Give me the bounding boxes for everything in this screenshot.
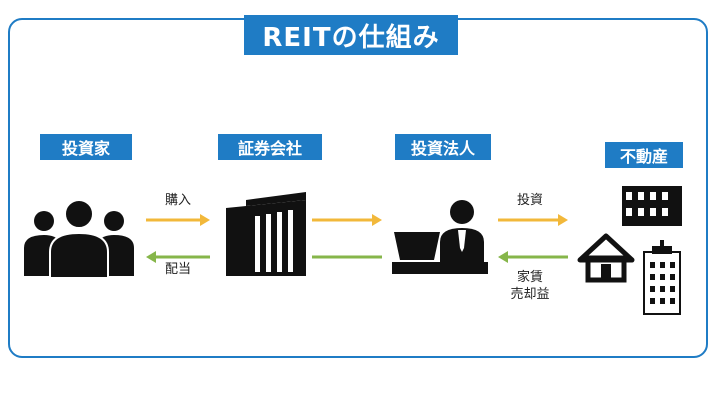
house-icon (577, 233, 635, 283)
office-tower-icon (643, 240, 681, 315)
real-estate-label: 不動産 (605, 142, 683, 168)
dividend-arrow (146, 251, 210, 263)
investment-arrow (498, 214, 568, 226)
diagram-title: REITの仕組み (244, 15, 458, 55)
securities-to-corporation-arrow (312, 214, 382, 226)
purchase-text: 購入 (164, 193, 191, 208)
dividend-text: 配当 (164, 262, 191, 277)
businessman-desk-icon (392, 200, 488, 274)
securities-label: 証券会社 (218, 134, 322, 160)
rent-text: 家賃 (516, 270, 543, 285)
people-icon (24, 199, 134, 279)
investors-label: 投資家 (40, 134, 132, 160)
real-estate-icon (577, 186, 682, 315)
building-icon (226, 192, 306, 276)
investment-text: 投資 (516, 193, 543, 208)
sale-profit-text: 売却益 (510, 287, 550, 302)
purchase-arrow (146, 214, 210, 226)
apartment-icon (622, 186, 682, 226)
income-arrow (498, 251, 568, 263)
corporation-label: 投資法人 (395, 134, 491, 160)
